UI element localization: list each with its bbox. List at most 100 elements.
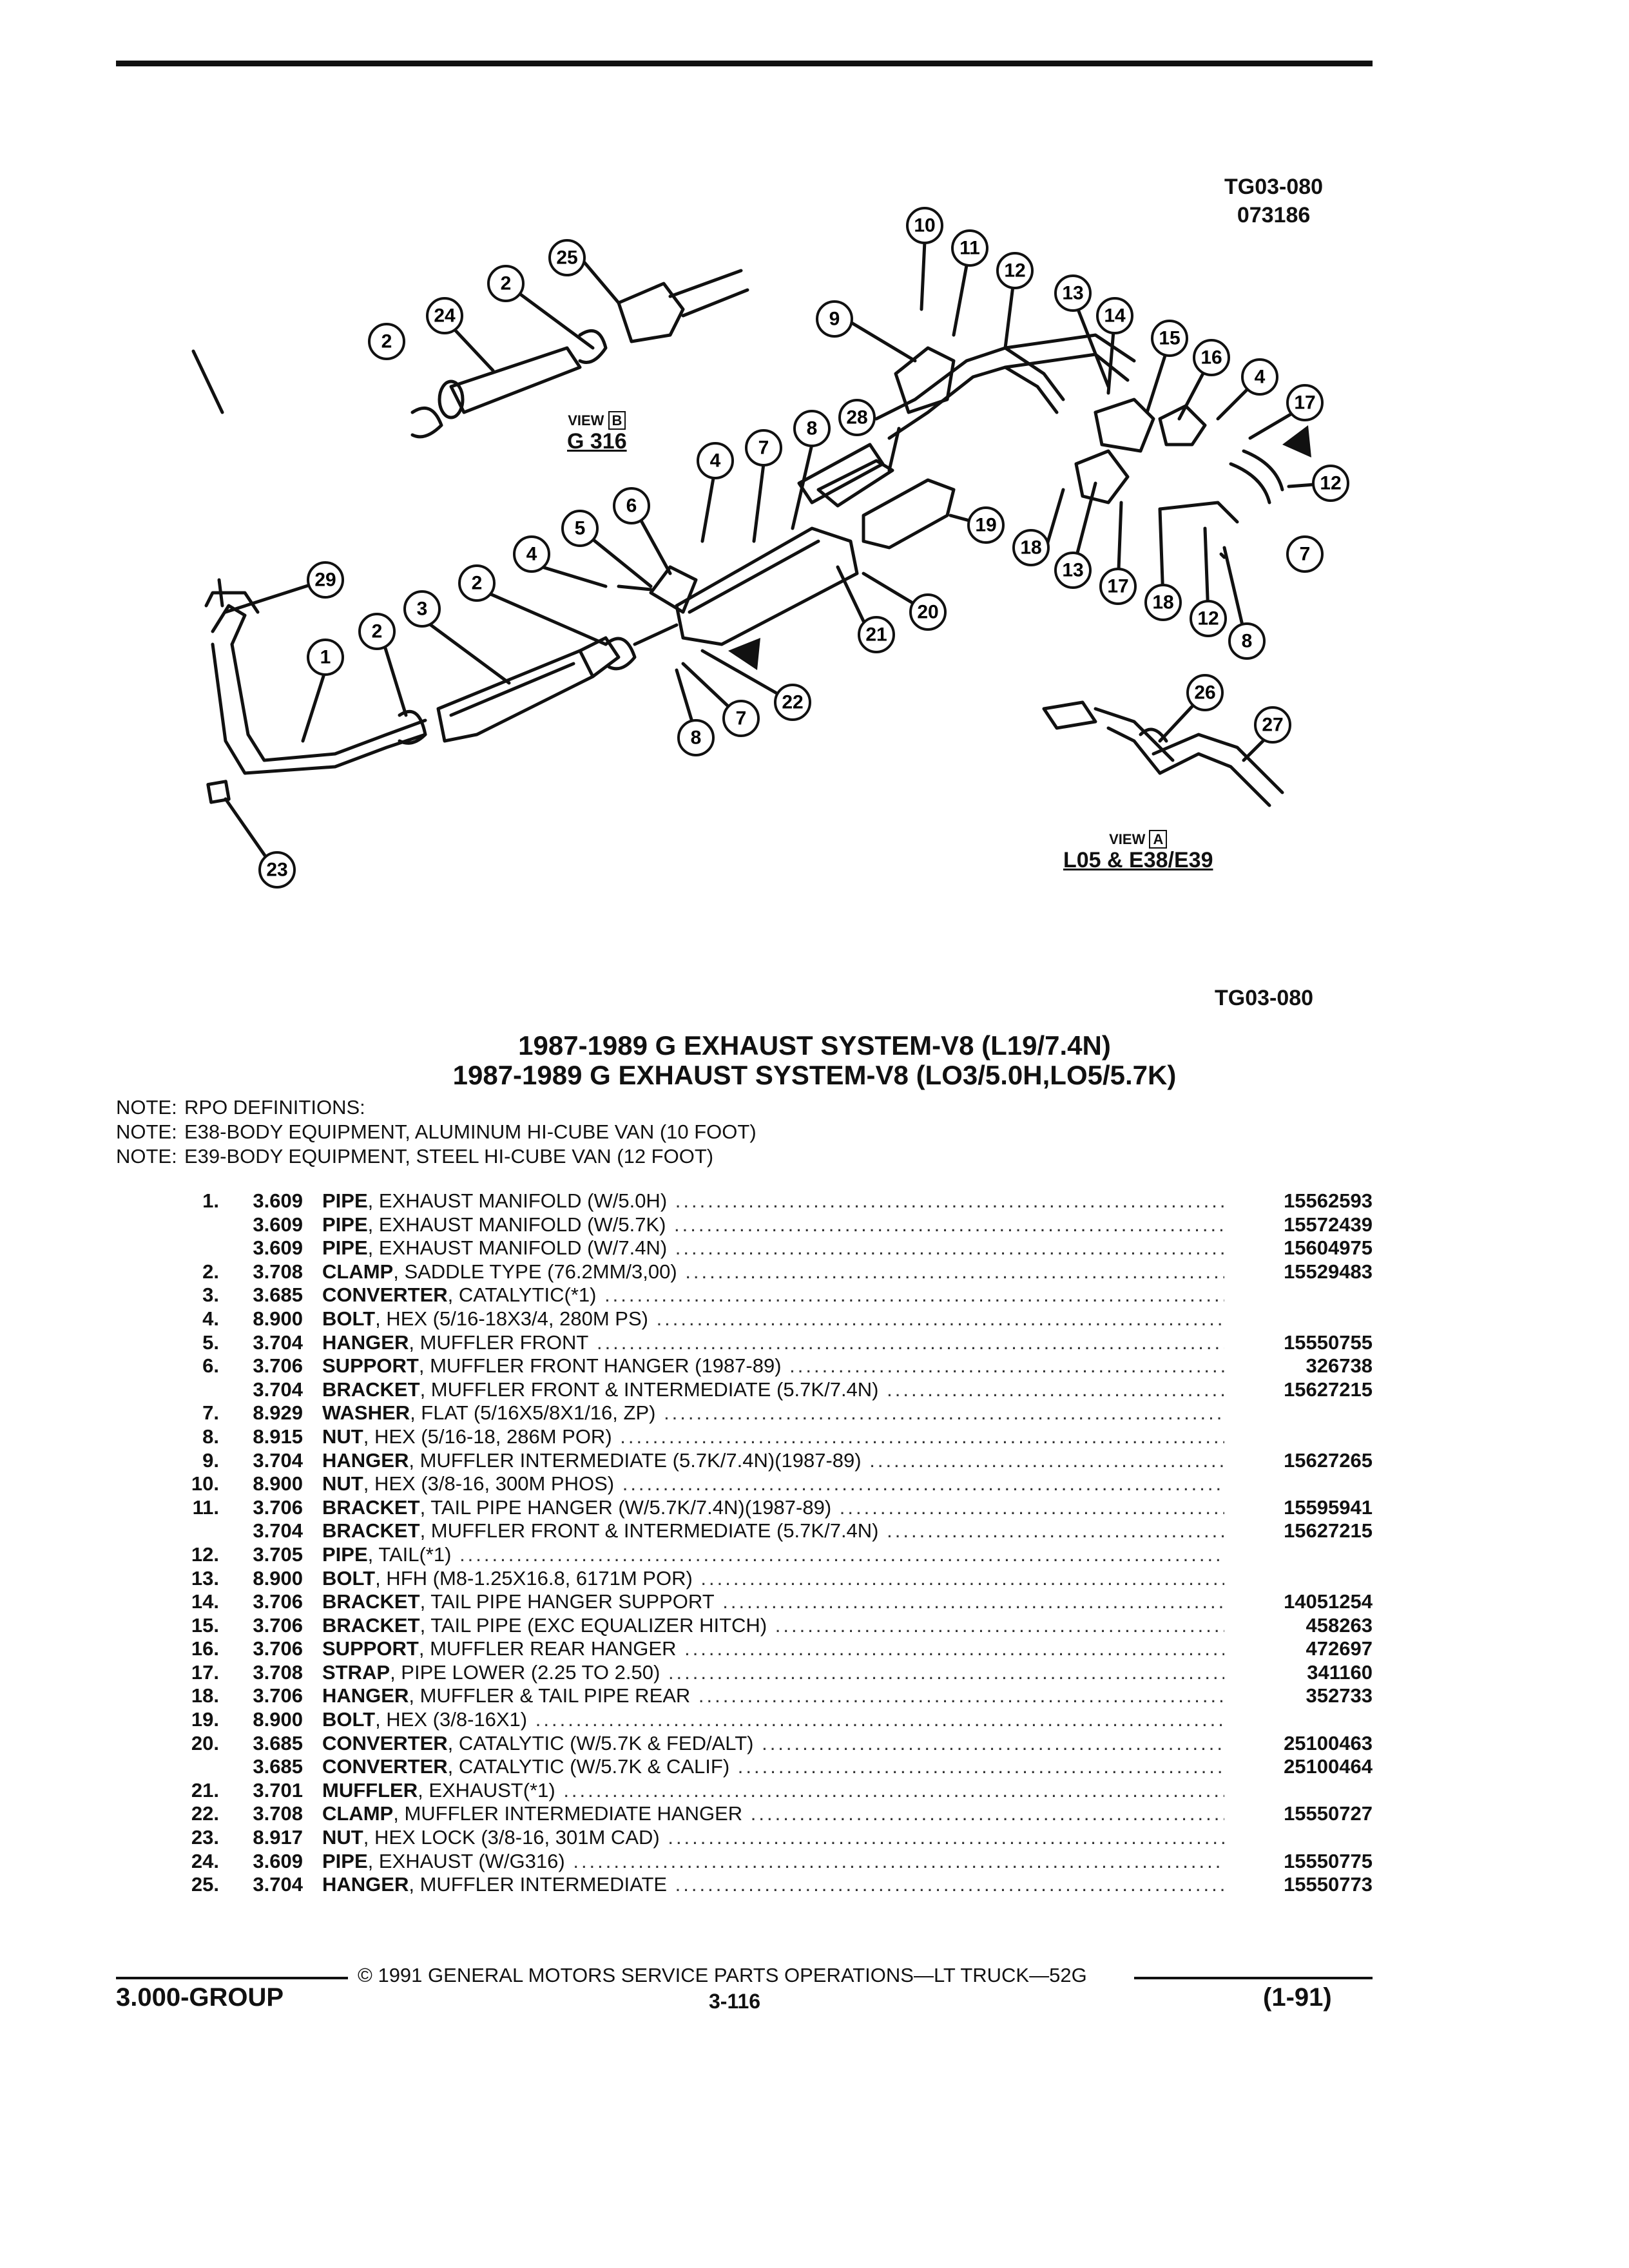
leader-dots: ........................................…: [563, 1778, 1224, 1802]
revision-date: (1-91): [1263, 1983, 1332, 2012]
part-name: PIPE: [322, 1213, 368, 1236]
callout-7: 7: [722, 700, 760, 737]
callout-14: 14: [1096, 297, 1133, 334]
svg-text:2: 2: [381, 331, 392, 352]
title-line-1: 1987-1989 G EXHAUST SYSTEM-V8 (L19/7.4N): [518, 1030, 1111, 1061]
leader-dots: ........................................…: [775, 1613, 1224, 1637]
callout-15: 15: [1151, 320, 1188, 357]
part-description: PIPE, EXHAUST MANIFOLD (W/5.0H) ........…: [322, 1189, 1224, 1213]
part-number: 4.: [202, 1307, 219, 1330]
leader-dots: ........................................…: [750, 1802, 1224, 1825]
callout-8: 8: [677, 719, 715, 756]
svg-text:19: 19: [975, 515, 996, 536]
callout-9: 9: [816, 300, 853, 338]
callout-2: 2: [458, 564, 496, 602]
part-number: 16.: [191, 1637, 219, 1660]
part-name: CONVERTER: [322, 1731, 448, 1754]
part-name: HANGER: [322, 1448, 409, 1472]
footer-rule-left: [116, 1977, 348, 1979]
part-detail: , HEX LOCK (3/8-16, 301M CAD): [363, 1826, 660, 1849]
callout-4: 4: [697, 442, 734, 479]
svg-text:2: 2: [501, 273, 512, 294]
callout-13: 13: [1054, 274, 1092, 312]
callout-4: 4: [1241, 358, 1278, 396]
part-number: 25.: [191, 1873, 219, 1896]
part-name: HANGER: [322, 1684, 409, 1707]
part-name: BRACKET: [322, 1495, 420, 1519]
part-detail: , HFH (M8-1.25X16.8, 6171M POR): [375, 1566, 693, 1590]
notes: NOTE:RPO DEFINITIONS: NOTE:E38-BODY EQUI…: [116, 1095, 757, 1169]
part-detail: , SADDLE TYPE (76.2MM/3,00): [393, 1260, 677, 1283]
part-detail: , HEX (3/8-16, 300M PHOS): [363, 1472, 615, 1495]
part-number: 18.: [191, 1684, 219, 1707]
callout-20: 20: [909, 593, 947, 631]
svg-text:23: 23: [266, 860, 287, 881]
callout-8: 8: [1228, 622, 1266, 660]
note-row: NOTE:E39-BODY EQUIPMENT, STEEL HI-CUBE V…: [116, 1144, 757, 1169]
part-description: CONVERTER, CATALYTIC (W/5.7K & CALIF) ..…: [322, 1755, 1224, 1779]
callout-22: 22: [774, 684, 811, 721]
view-a-word: VIEW: [1109, 831, 1146, 847]
catalog-number: 15572439: [1284, 1213, 1373, 1236]
top-rule: [116, 61, 1373, 66]
svg-text:22: 22: [782, 692, 803, 713]
leader-dots: ........................................…: [887, 1378, 1224, 1401]
svg-text:8: 8: [1242, 631, 1253, 652]
svg-text:7: 7: [736, 708, 747, 729]
part-detail: , EXHAUST MANIFOLD (W/7.4N): [367, 1236, 668, 1260]
callout-2: 2: [368, 323, 405, 360]
leader-dots: ........................................…: [737, 1755, 1224, 1778]
part-name: BRACKET: [322, 1613, 420, 1637]
callout-25: 25: [548, 239, 586, 276]
group-number: 3.706: [253, 1590, 303, 1613]
callout-17: 17: [1099, 568, 1137, 605]
group-number: 8.900: [253, 1566, 303, 1590]
leader-dots: ........................................…: [675, 1189, 1224, 1212]
svg-text:8: 8: [807, 418, 818, 439]
svg-text:18: 18: [1020, 537, 1041, 559]
part-name: NUT: [322, 1826, 363, 1849]
part-number: 17.: [191, 1660, 219, 1684]
note-label: NOTE:: [116, 1096, 177, 1119]
group-number: 3.706: [253, 1684, 303, 1707]
group-number: 3.708: [253, 1260, 303, 1283]
part-name: CONVERTER: [322, 1755, 448, 1778]
svg-text:20: 20: [917, 602, 938, 623]
group-number: 3.609: [253, 1213, 303, 1236]
part-description: PIPE, TAIL(*1) .........................…: [322, 1543, 1224, 1567]
part-number: 2.: [202, 1260, 219, 1283]
group-number: 3.704: [253, 1873, 303, 1896]
catalog-number: 15550755: [1284, 1331, 1373, 1354]
part-name: BRACKET: [322, 1378, 420, 1401]
leader-dots: ........................................…: [684, 1637, 1224, 1660]
part-description: SUPPORT, MUFFLER FRONT HANGER (1987-89) …: [322, 1354, 1224, 1378]
part-description: BRACKET, MUFFLER FRONT & INTERMEDIATE (5…: [322, 1519, 1224, 1543]
part-name: PIPE: [322, 1849, 368, 1872]
part-number: 10.: [191, 1472, 219, 1495]
svg-text:9: 9: [829, 309, 840, 330]
catalog-number: 15627265: [1284, 1448, 1373, 1472]
part-name: SUPPORT: [322, 1354, 419, 1378]
page-title: 1987-1989 G EXHAUST SYSTEM-V8 (L19/7.4N)…: [0, 1031, 1629, 1090]
section-code: TG03-080: [1215, 986, 1314, 1010]
part-description: MUFFLER, EXHAUST(*1) ...................…: [322, 1779, 1224, 1803]
catalog-number: 458263: [1306, 1613, 1373, 1637]
part-detail: , CATALYTIC (W/5.7K & CALIF): [447, 1755, 730, 1778]
part-number: 19.: [191, 1708, 219, 1731]
part-number: 24.: [191, 1849, 219, 1872]
part-number: 5.: [202, 1331, 219, 1354]
group-number: 3.706: [253, 1354, 303, 1378]
view-b-sub: G 316: [567, 429, 627, 454]
svg-text:4: 4: [526, 544, 537, 565]
callout-24: 24: [426, 297, 463, 334]
callout-12: 12: [1312, 465, 1349, 502]
part-detail: , FLAT (5/16X5/8X1/16, ZP): [410, 1401, 656, 1425]
part-description: HANGER, MUFFLER FRONT ..................…: [322, 1331, 1224, 1355]
svg-text:25: 25: [556, 247, 577, 269]
